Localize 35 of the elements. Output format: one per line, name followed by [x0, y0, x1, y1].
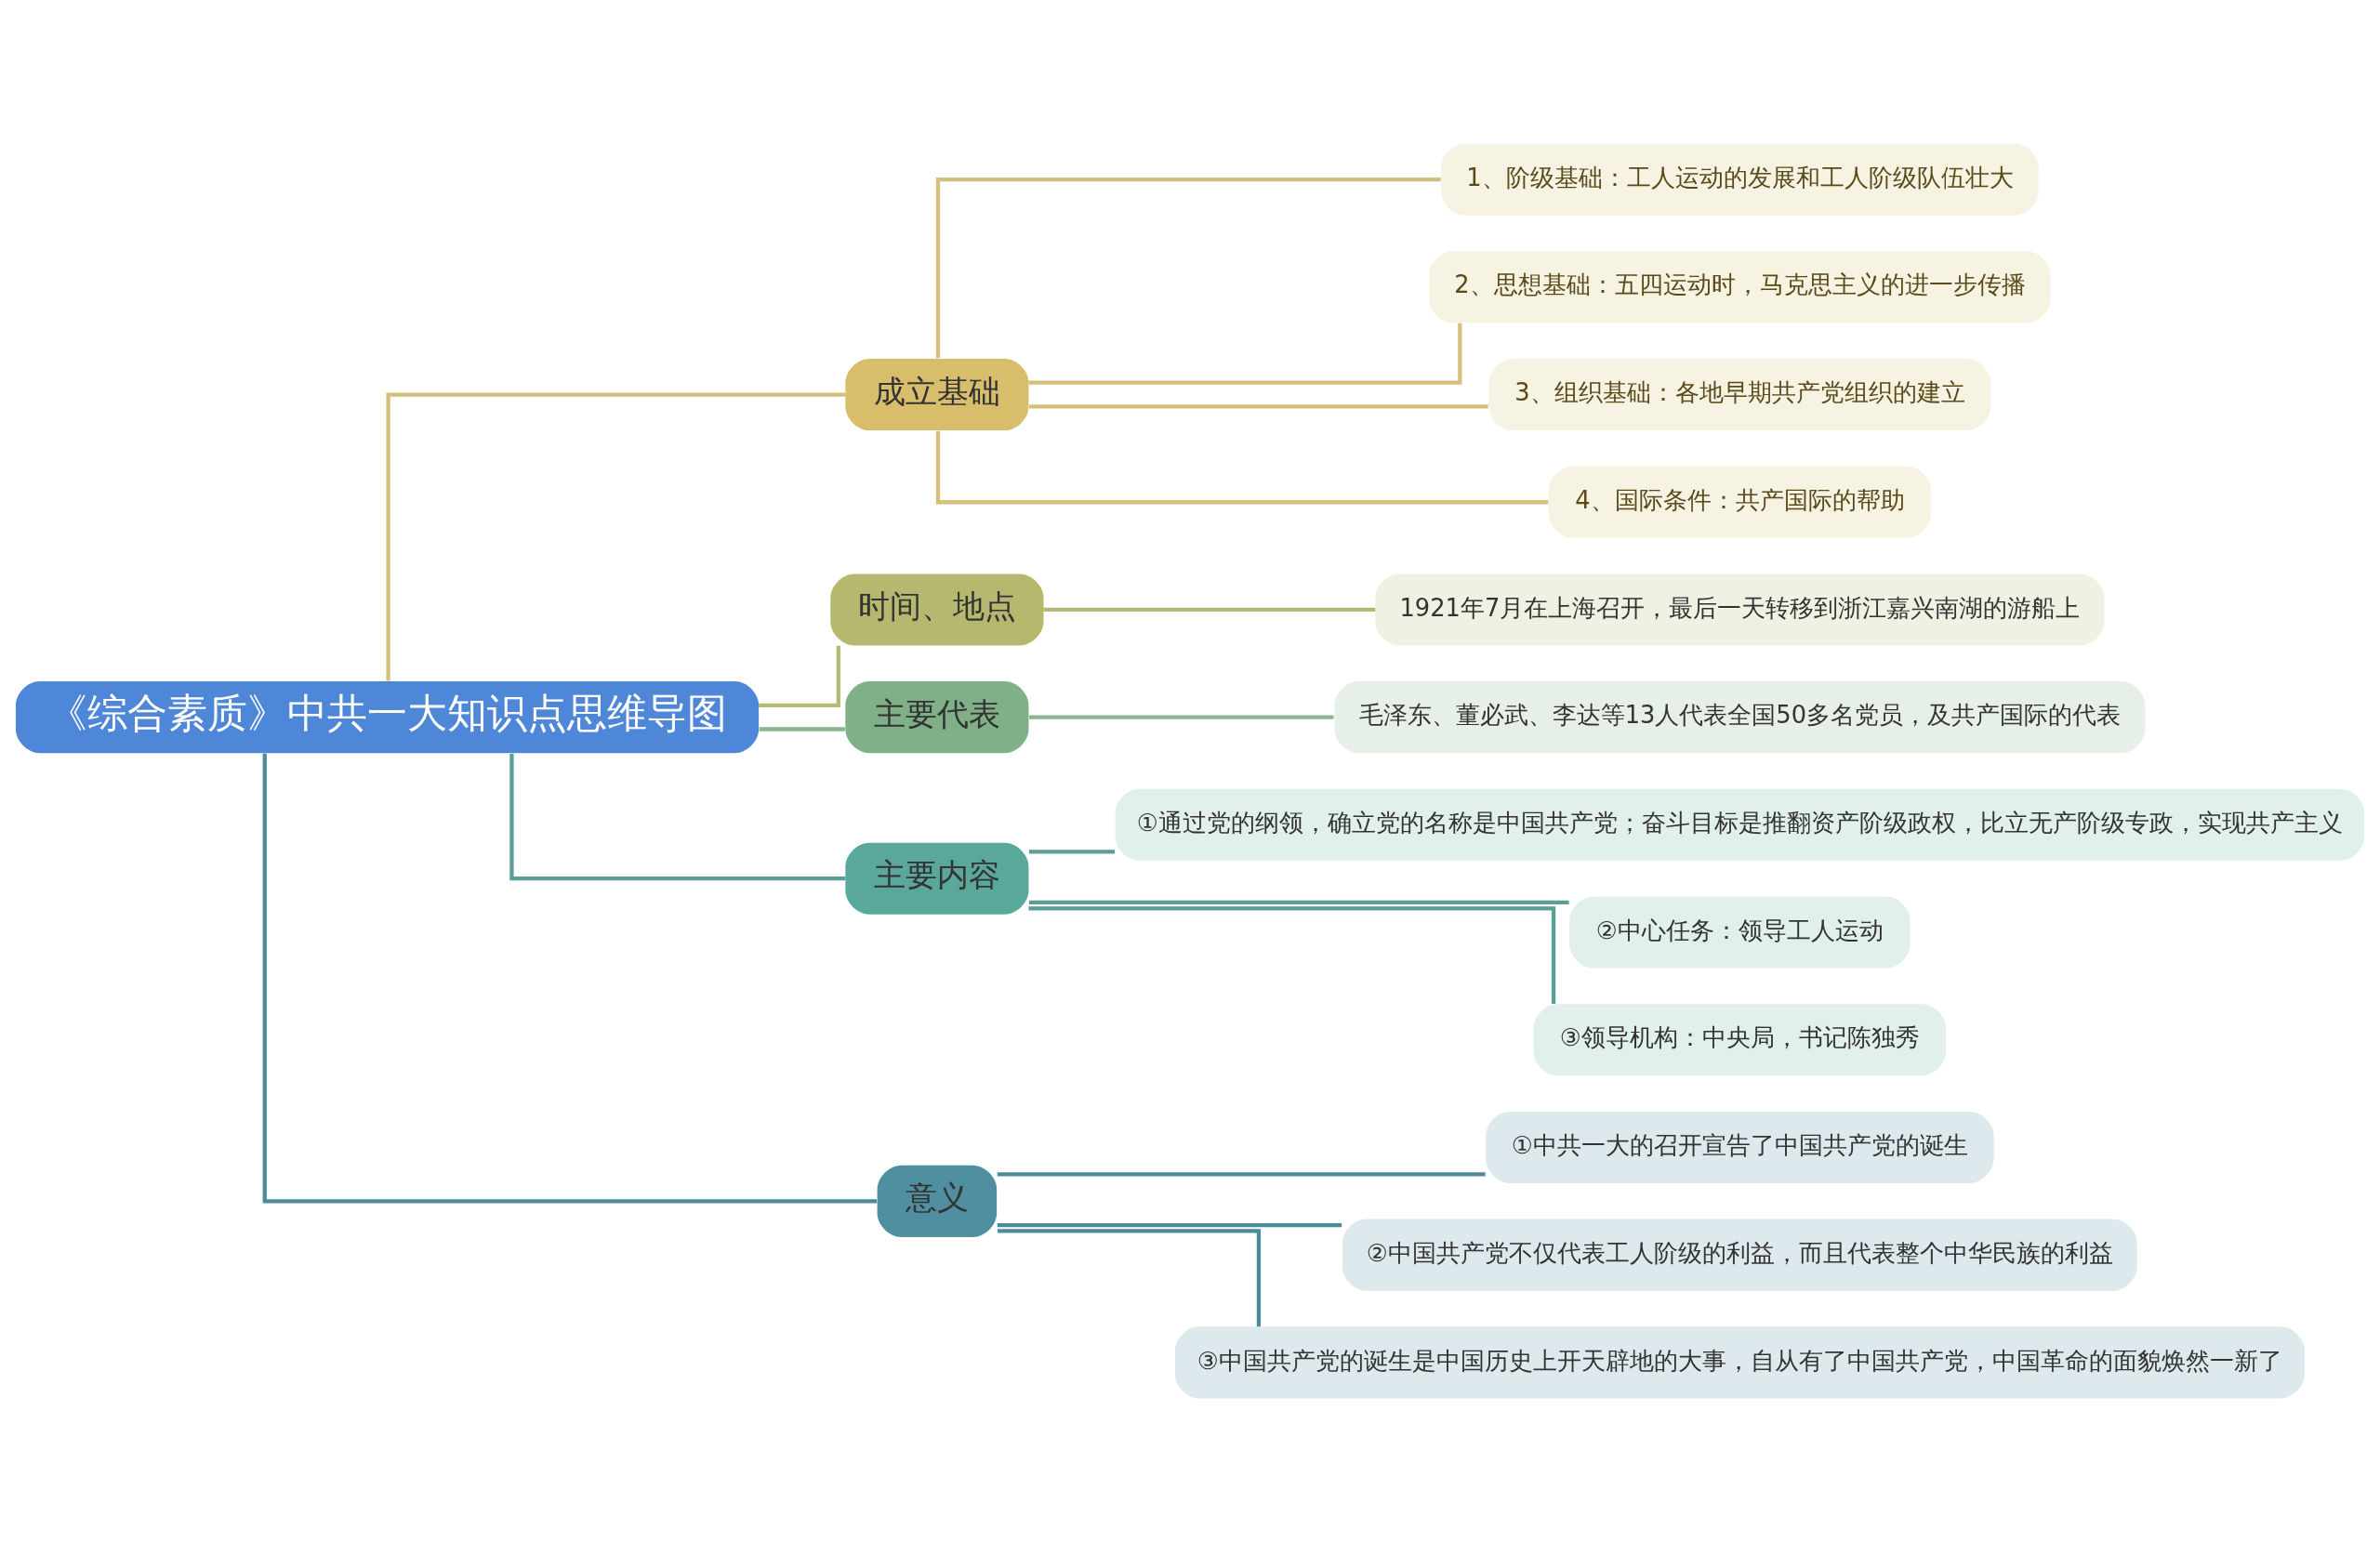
node-box: 4、国际条件：共产国际的帮助: [1548, 466, 1932, 538]
connector: [997, 1222, 1342, 1228]
connector: [1028, 850, 1115, 854]
connector: [386, 392, 846, 681]
connector: [1028, 404, 1488, 409]
connector: [759, 645, 840, 707]
node-box: ②中国共产党不仅代表工人阶级的利益，而且代表整个中华民族的利益: [1342, 1219, 2137, 1291]
node-box: 时间、地点: [830, 573, 1044, 646]
node-box: 成立基础: [845, 358, 1029, 431]
connector: [998, 1229, 1262, 1327]
connector: [1028, 715, 1334, 719]
node-box: ③中国共产党的诞生是中国历史上开天辟地的大事，自从有了中国共产党，中国革命的面貌焕然一新了: [1174, 1326, 2305, 1399]
node-box: 3、组织基础：各地早期共产党组织的建立: [1488, 358, 1991, 431]
node-box: ③领导机构：中央局，书记陈独秀: [1533, 1004, 1947, 1076]
node-box: 1、阶级基础：工人运动的发展和工人阶级队伍壮大: [1440, 143, 2039, 216]
connector: [759, 727, 845, 731]
connector: [997, 1172, 1486, 1177]
connector: [509, 754, 846, 881]
node-box: 主要代表: [845, 681, 1029, 754]
node-box: 2、思想基础：五四运动时，马克思主义的进一步传播: [1429, 251, 2051, 323]
node-box: 1921年7月在上海召开，最后一天转移到浙江嘉兴南湖的游船上: [1375, 573, 2105, 646]
connector: [1028, 900, 1569, 905]
connector: [1028, 323, 1462, 385]
node-box: ①中共一大的召开宣告了中国共产党的诞生: [1486, 1111, 1994, 1184]
connector: [935, 178, 1441, 359]
node-box: ②中心任务：领导工人运动: [1569, 896, 1911, 969]
node-box: 《综合素质》中共一大知识点思维导图: [15, 681, 760, 754]
node-box: 意义: [877, 1165, 998, 1237]
node-box: ①通过党的纲领，确立党的名称是中国共产党；奋斗目标是推翻资产阶级政权，比立无产阶级专政，实现共产主义: [1115, 788, 2365, 861]
connector: [1028, 906, 1556, 1005]
node-box: 主要内容: [845, 842, 1029, 915]
connector: [262, 753, 878, 1204]
node-box: 毛泽东、董必武、李达等13人代表全国50多名党员，及共产国际的代表: [1334, 681, 2146, 754]
connector: [1043, 607, 1376, 613]
connector: [935, 430, 1549, 505]
